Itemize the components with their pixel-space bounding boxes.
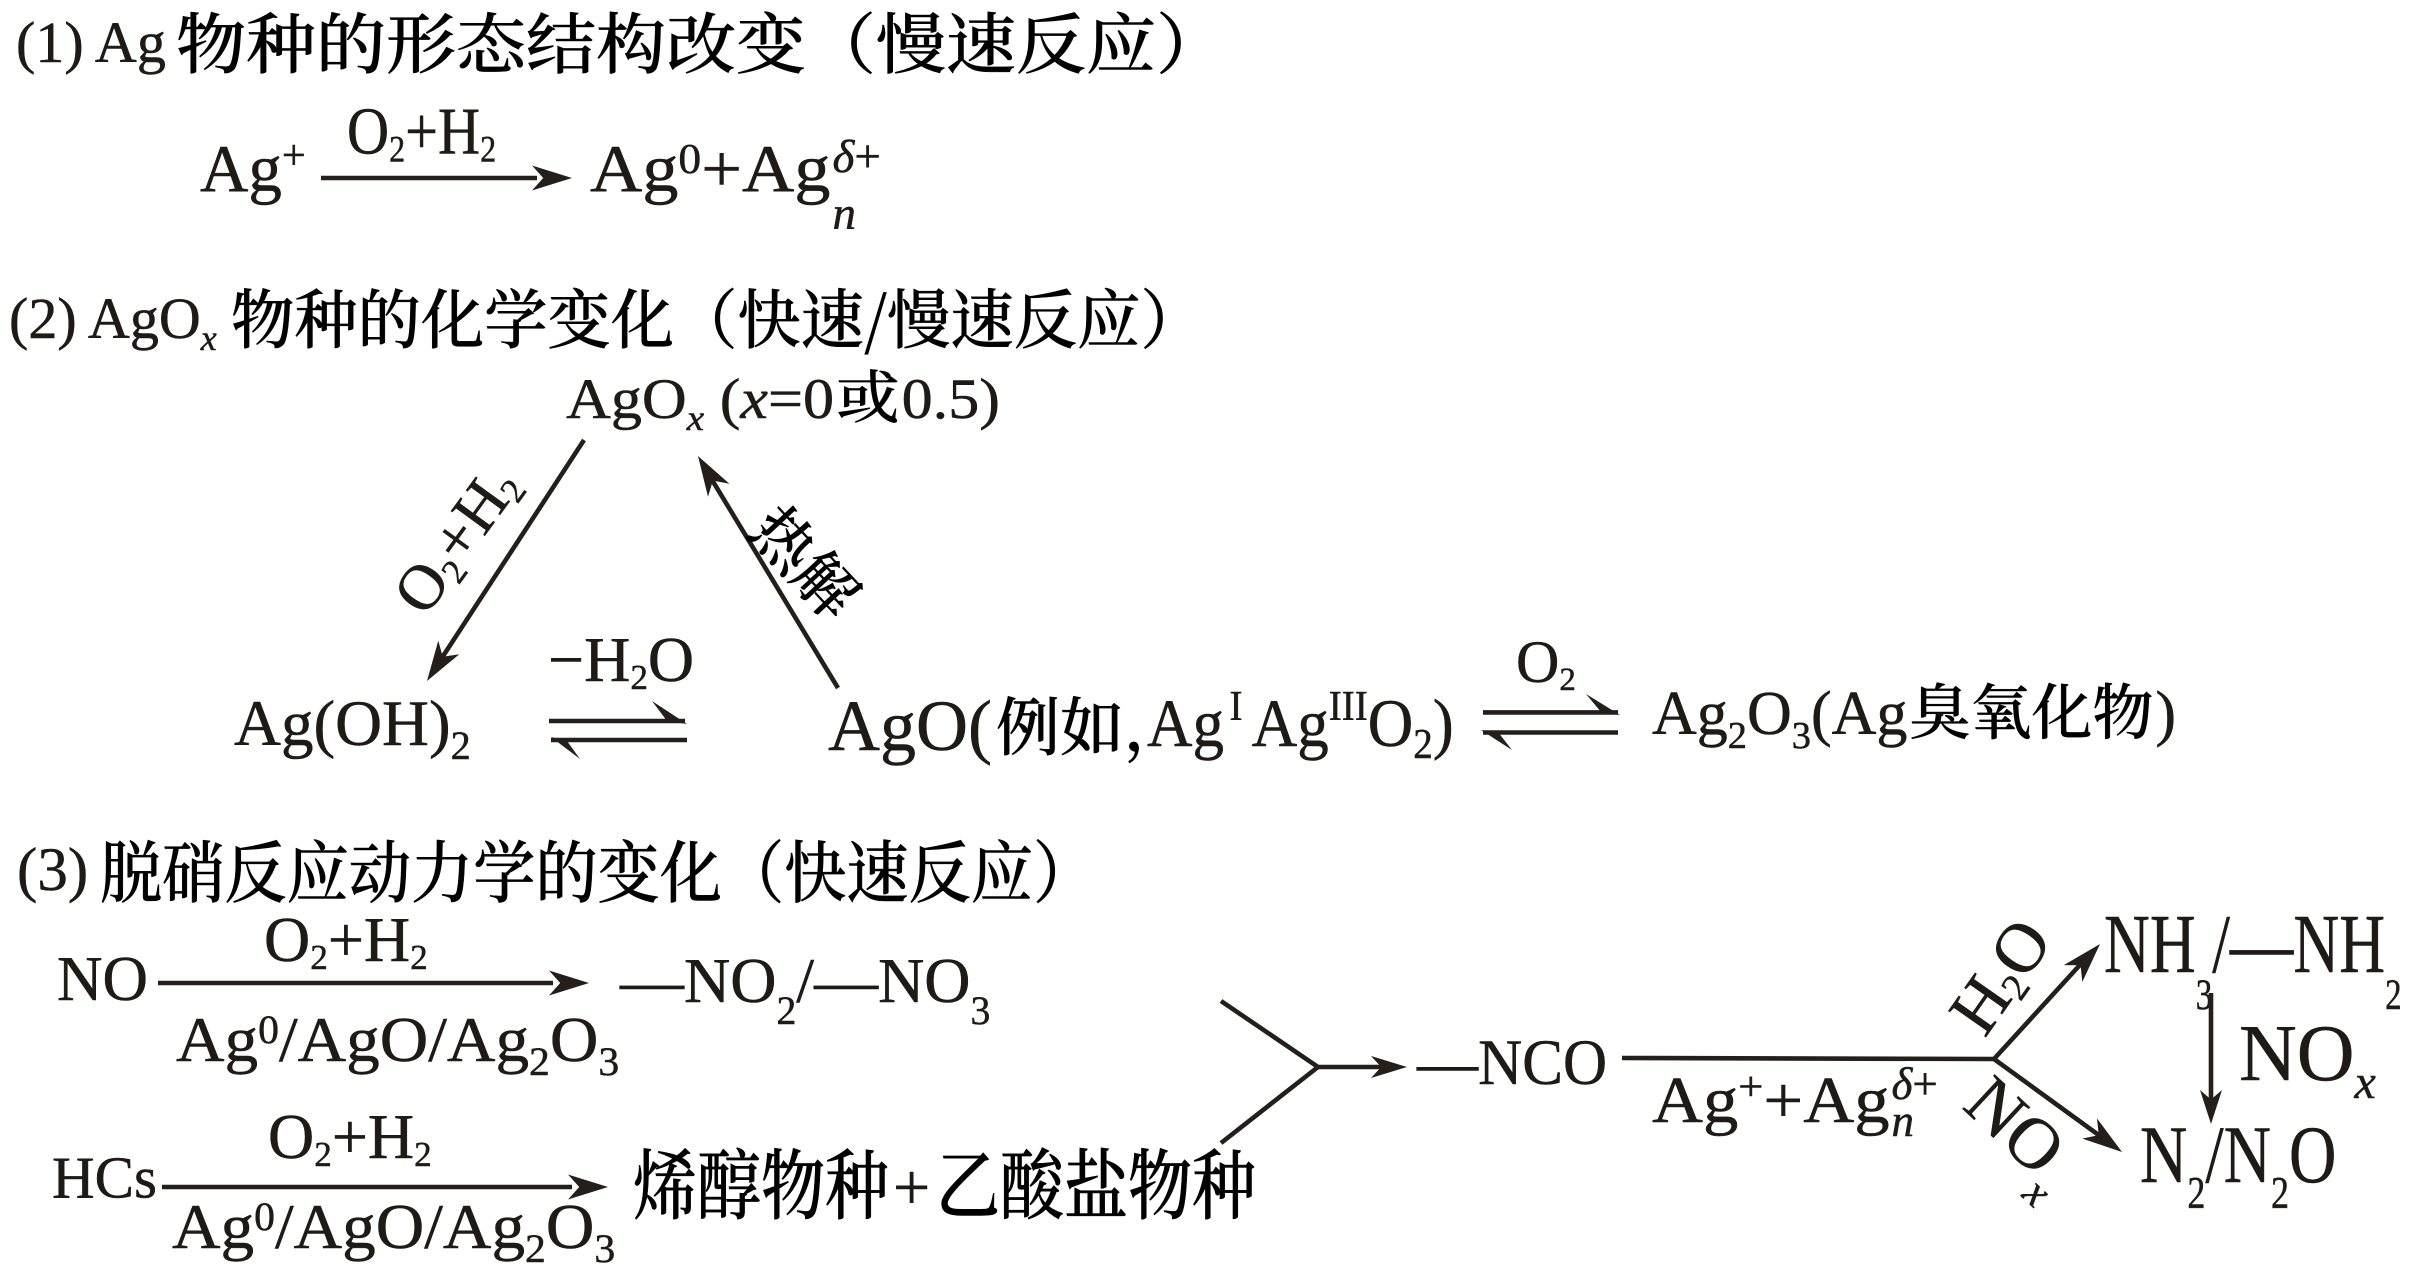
svg-text:Ag(OH)2: Ag(OH)2 bbox=[234, 688, 471, 768]
svg-text:δ+: δ+ bbox=[1892, 1059, 1938, 1109]
svg-text:Ag2O3(Ag: Ag2O3(Ag bbox=[1652, 680, 1907, 757]
svg-text:Ag++Ag: Ag++Ag bbox=[1652, 1063, 1889, 1136]
svg-text:Ag0/AgO/Ag2O3: Ag0/AgO/Ag2O3 bbox=[176, 1005, 619, 1083]
svg-text:(2) AgOx: (2) AgOx bbox=[9, 286, 217, 358]
svg-text:Ag+: Ag+ bbox=[200, 132, 306, 206]
svg-text:−H2O: −H2O bbox=[548, 624, 694, 697]
svg-text:HCs: HCs bbox=[52, 1145, 157, 1211]
svg-text:Ag0/AgO/Ag2O3: Ag0/AgO/Ag2O3 bbox=[172, 1192, 615, 1267]
svg-text:O2+H2: O2+H2 bbox=[268, 1101, 432, 1174]
svg-text:—NO2/—NO3: —NO2/—NO3 bbox=[619, 945, 990, 1033]
svg-text:n: n bbox=[1892, 1096, 1915, 1146]
svg-text:+: + bbox=[893, 1151, 930, 1224]
svg-text:O2+H2: O2+H2 bbox=[264, 904, 428, 977]
svg-text:0.5): 0.5) bbox=[902, 367, 1000, 430]
svg-text:NO: NO bbox=[57, 944, 148, 1014]
svg-text:NH3/—NH2: NH3/—NH2 bbox=[2104, 899, 2402, 1019]
svg-text:O2+H2: O2+H2 bbox=[347, 94, 496, 170]
svg-text:—NCO: —NCO bbox=[1416, 1026, 1607, 1098]
svg-text:δ+: δ+ bbox=[833, 131, 881, 183]
svg-text:N2/N2O: N2/N2O bbox=[2140, 1110, 2336, 1218]
svg-text:AgO(: AgO( bbox=[828, 686, 992, 766]
svg-text:n: n bbox=[833, 188, 857, 240]
svg-text:O2: O2 bbox=[1516, 629, 1576, 698]
svg-text:): ) bbox=[2155, 680, 2176, 748]
svg-text:(3): (3) bbox=[17, 837, 88, 904]
svg-text:AgOx (x=0: AgOx (x=0 bbox=[566, 367, 834, 438]
svg-text:Ag0+Ag: Ag0+Ag bbox=[590, 132, 830, 206]
svg-text:(1) Ag: (1) Ag bbox=[16, 10, 166, 75]
svg-text:NOx: NOx bbox=[2239, 1010, 2376, 1109]
